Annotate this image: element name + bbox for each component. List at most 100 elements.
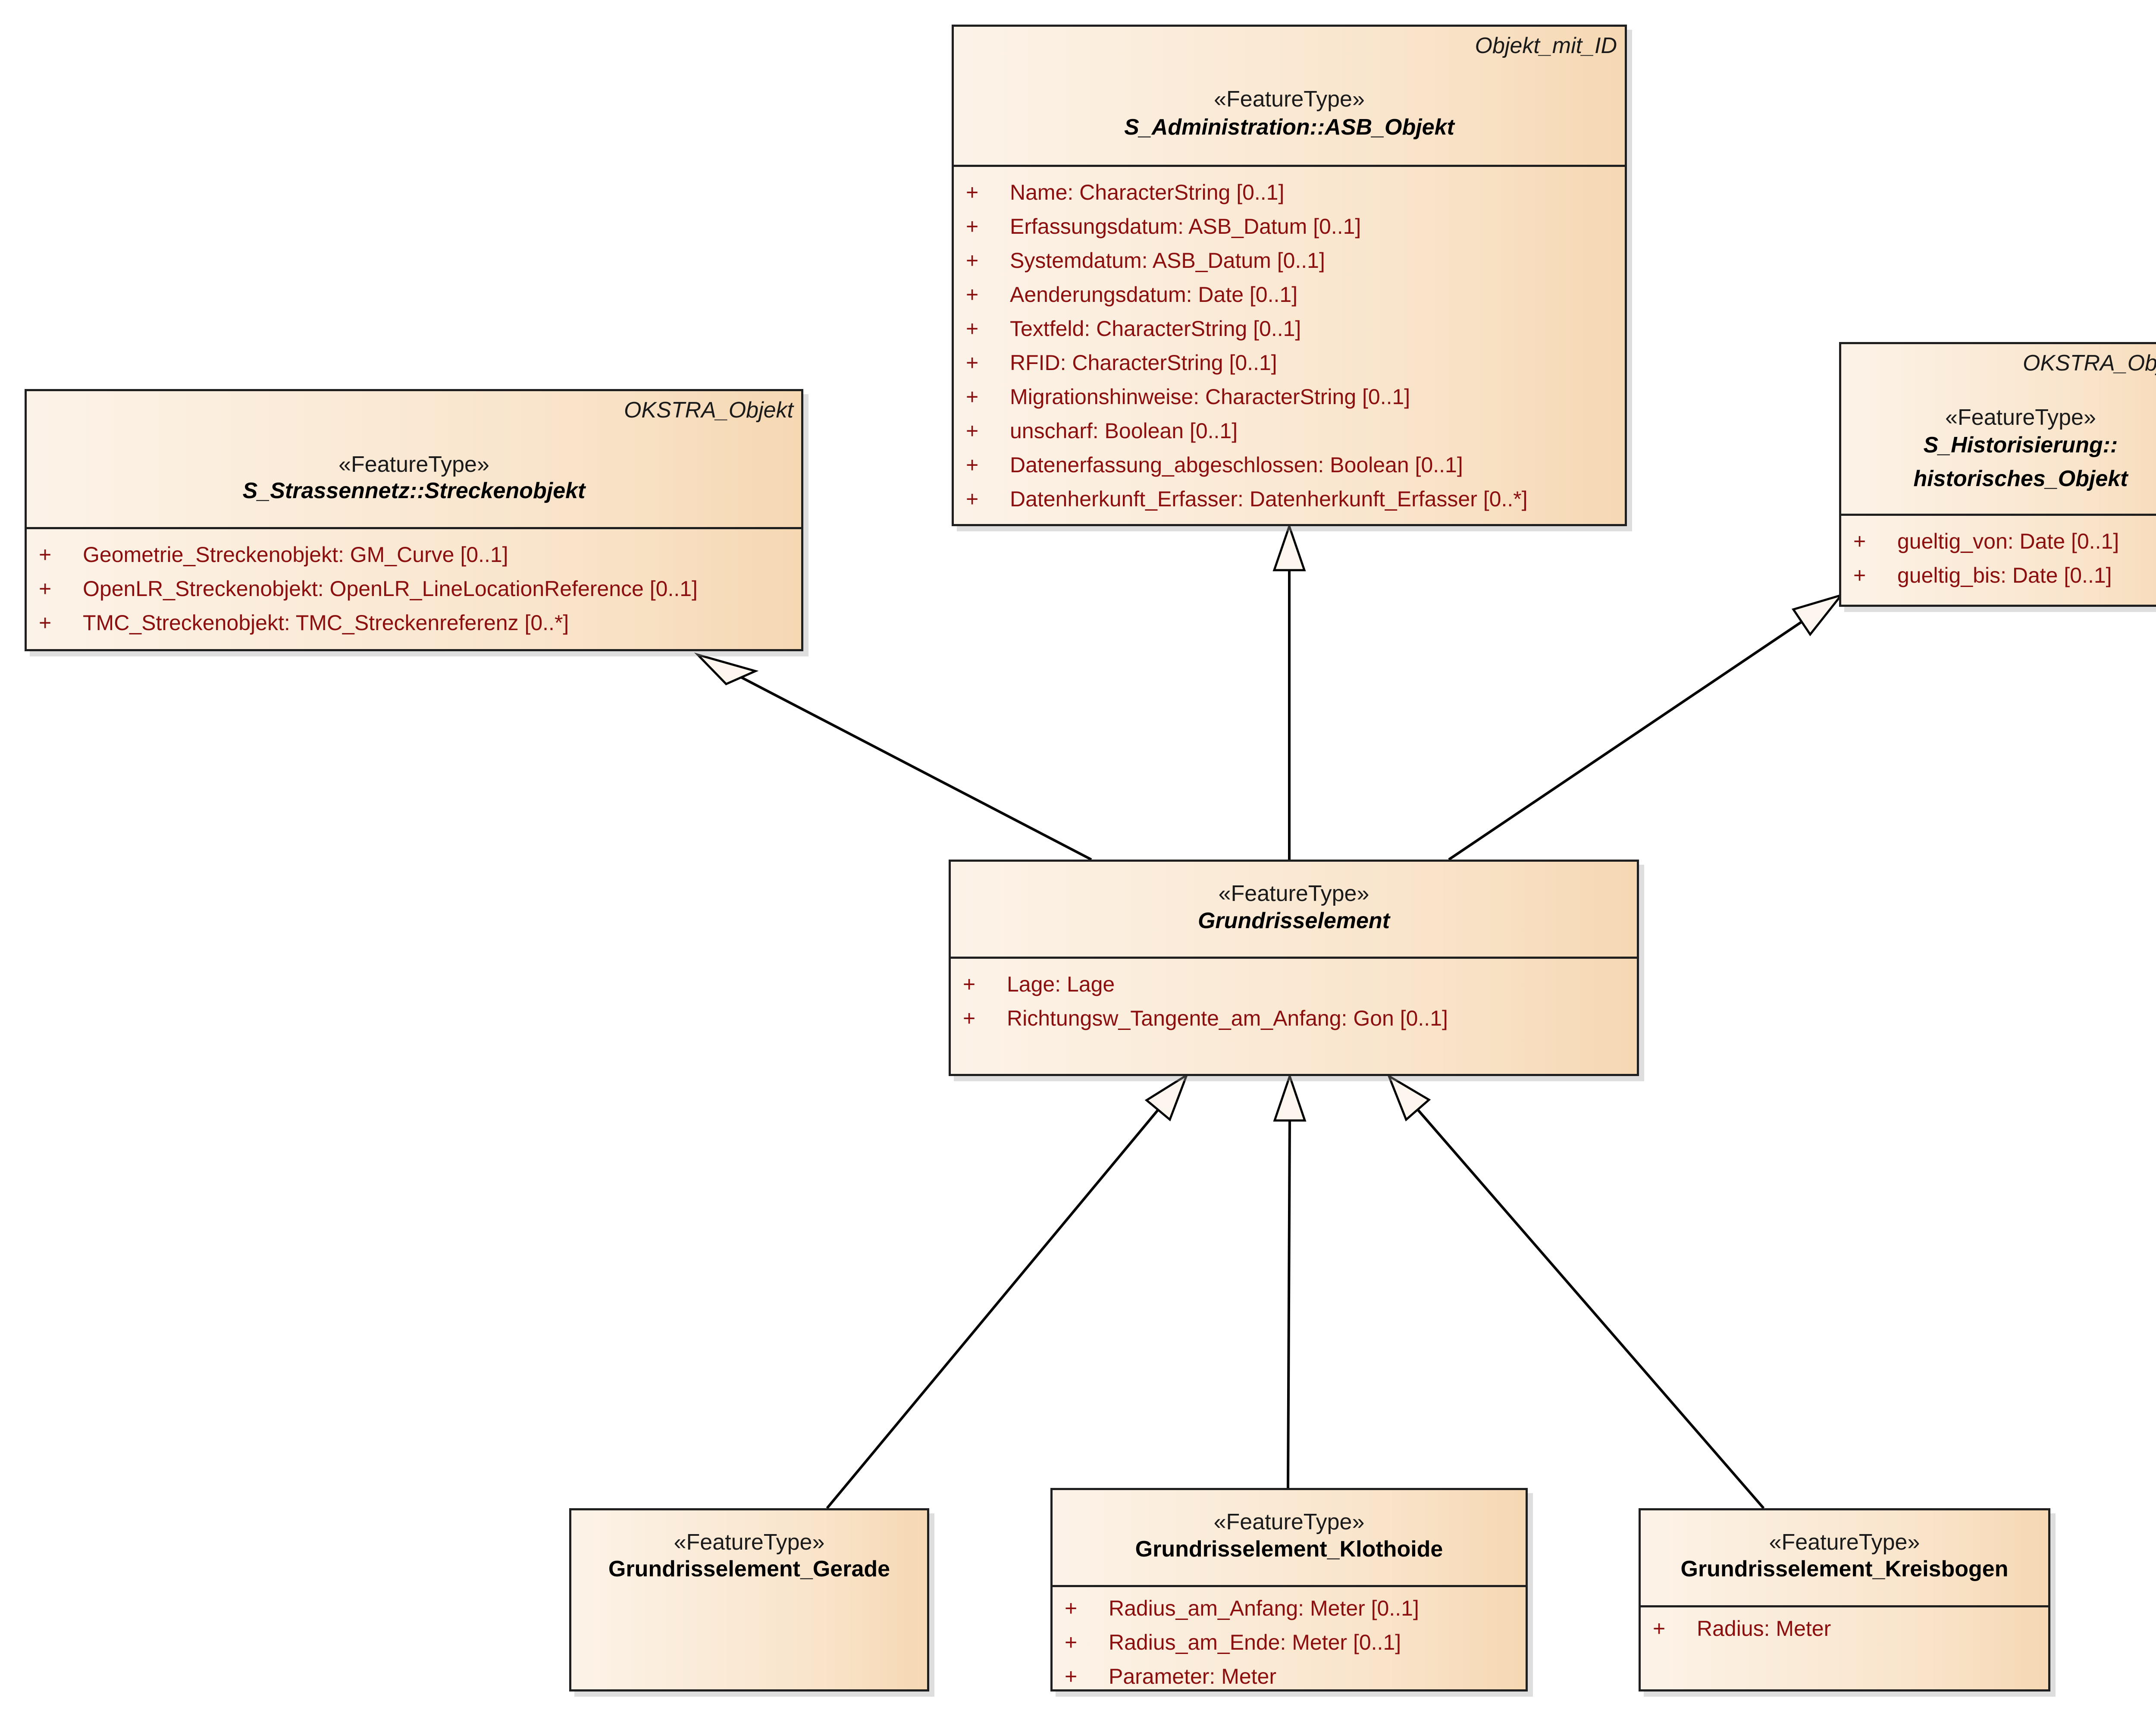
visibility-marker: + bbox=[966, 453, 979, 477]
attribute-text: Geometrie_Streckenobjekt: GM_Curve [0..1… bbox=[83, 543, 508, 567]
attribute-row: + gueltig_bis: Date [0..1] bbox=[1841, 559, 2156, 593]
class-name: Grundrisselement_Kreisbogen bbox=[1680, 1557, 2009, 1582]
class-name-line-1: S_Historisierung:: bbox=[1923, 433, 2118, 458]
attribute-text: Datenerfassung_abgeschlossen: Boolean [0… bbox=[1010, 453, 1463, 477]
attribute-compartment: +Lage: Lage + Richtungsw_Tangente_am_Anfa… bbox=[951, 959, 1637, 1036]
attribute-compartment: + Name: CharacterString [0..1] + Erfassung… bbox=[954, 167, 1625, 516]
generalization-arrowhead-from-kreisbogen bbox=[1386, 1073, 1431, 1122]
visibility-marker: + bbox=[966, 351, 979, 375]
visibility-marker: + bbox=[963, 972, 976, 996]
visibility-marker: + bbox=[39, 577, 52, 601]
generalization-arrowhead-streckenobjekt bbox=[694, 653, 759, 685]
class-grundrisselement[interactable]: «FeatureType» Grundrisselement +Lage: La… bbox=[949, 860, 1639, 1076]
visibility-marker: + bbox=[966, 248, 979, 273]
class-header: «FeatureType» Grundrisselement bbox=[951, 862, 1637, 959]
attribute-row: + Datenherkunft_Erfasser: Datenherkunft_E… bbox=[954, 482, 1625, 516]
visibility-marker: + bbox=[39, 611, 52, 635]
visibility-marker: + bbox=[966, 282, 979, 307]
attribute-text: Radius: Meter bbox=[1697, 1616, 1831, 1641]
visibility-marker: + bbox=[1065, 1630, 1078, 1654]
visibility-marker: + bbox=[1065, 1664, 1078, 1688]
attribute-row: + Datenerfassung_abgeschlossen: Boolean [… bbox=[954, 448, 1625, 482]
attribute-row: +Systemdatum: ASB_Datum [0..1] bbox=[954, 244, 1625, 278]
parent-class-label: OKSTRA_Objekt bbox=[624, 398, 793, 423]
attribute-text: Erfassungsdatum: ASB_Datum [0..1] bbox=[1010, 214, 1361, 239]
class-asb-objekt[interactable]: Objekt_mit_ID «FeatureType» S_Administra… bbox=[952, 25, 1627, 526]
visibility-marker: + bbox=[966, 317, 979, 341]
stereotype-label: «FeatureType» bbox=[338, 452, 489, 477]
generalization-line-grundrisselement-to-streckenobjekt bbox=[740, 676, 1092, 861]
visibility-marker: + bbox=[1853, 529, 1866, 553]
generalization-line-klothoide-to-grundrisselement bbox=[1287, 1120, 1291, 1488]
generalization-arrowhead-historisches-objekt bbox=[1792, 593, 1844, 637]
attribute-compartment: + Radius: Meter bbox=[1641, 1607, 2048, 1646]
attribute-row: + Radius_am_Anfang: Meter [0..1] bbox=[1053, 1591, 1526, 1626]
attribute-row: + TMC_Streckenobjekt: TMC_Streckenreferen… bbox=[27, 606, 801, 640]
attribute-row: +Migrationshinweise: CharacterString [0.… bbox=[954, 380, 1625, 414]
attribute-text: unscharf: Boolean [0..1] bbox=[1010, 419, 1238, 443]
attribute-compartment: + gueltig_von: Date [0..1] + gueltig_bis: … bbox=[1841, 516, 2156, 593]
attribute-text: gueltig_bis: Date [0..1] bbox=[1897, 563, 2112, 587]
attribute-row: + Richtungsw_Tangente_am_Anfang: Gon [0..… bbox=[951, 1001, 1637, 1036]
attribute-text: Datenherkunft_Erfasser: Datenherkunft_Er… bbox=[1010, 487, 1528, 511]
attribute-compartment: + Radius_am_Anfang: Meter [0..1] + Radius_… bbox=[1053, 1587, 1526, 1694]
stereotype-label: «FeatureType» bbox=[1214, 87, 1365, 112]
visibility-marker: + bbox=[1653, 1616, 1666, 1641]
class-header: OKSTRA_Objekt «FeatureType» S_Historisie… bbox=[1841, 344, 2156, 516]
class-streckenobjekt[interactable]: OKSTRA_Objekt «FeatureType» S_Strassenne… bbox=[25, 389, 803, 651]
stereotype-label: «FeatureType» bbox=[1218, 881, 1369, 906]
class-name: Grundrisselement_Klothoide bbox=[1135, 1537, 1443, 1562]
attribute-text: Richtungsw_Tangente_am_Anfang: Gon [0..1… bbox=[1007, 1006, 1448, 1030]
attribute-text: Textfeld: CharacterString [0..1] bbox=[1010, 317, 1301, 341]
visibility-marker: + bbox=[1853, 563, 1866, 587]
class-name-line-2: historisches_Objekt bbox=[1913, 466, 2128, 491]
visibility-marker: + bbox=[1065, 1596, 1078, 1620]
attribute-text: Radius_am_Anfang: Meter [0..1] bbox=[1109, 1596, 1419, 1620]
attribute-text: RFID: CharacterString [0..1] bbox=[1010, 351, 1277, 375]
generalization-arrowhead-asb-objekt bbox=[1272, 523, 1306, 571]
attribute-row: + Erfassungsdatum: ASB_Datum [0..1] bbox=[954, 210, 1625, 244]
class-header: Objekt_mit_ID «FeatureType» S_Administra… bbox=[954, 27, 1625, 167]
attribute-row: + Radius: Meter bbox=[1641, 1612, 2048, 1646]
generalization-arrowhead-from-klothoide bbox=[1273, 1073, 1307, 1122]
attribute-row: +Geometrie_Streckenobjekt: GM_Curve [0..… bbox=[27, 538, 801, 572]
attribute-text: Name: CharacterString [0..1] bbox=[1010, 180, 1285, 204]
class-grundrisselement-kreisbogen[interactable]: «FeatureType» Grundrisselement_Kreisboge… bbox=[1639, 1508, 2050, 1691]
attribute-row: +Lage: Lage bbox=[951, 967, 1637, 1001]
attribute-text: TMC_Streckenobjekt: TMC_Streckenreferenz… bbox=[83, 611, 569, 635]
attribute-row: + unscharf: Boolean [0..1] bbox=[954, 414, 1625, 448]
attribute-text: OpenLR_Streckenobjekt: OpenLR_LineLocati… bbox=[83, 577, 698, 601]
class-grundrisselement-klothoide[interactable]: «FeatureType» Grundrisselement_Klothoide… bbox=[1050, 1488, 1528, 1691]
stereotype-label: «FeatureType» bbox=[1945, 405, 2096, 430]
attribute-row: + Radius_am_Ende: Meter [0..1] bbox=[1053, 1626, 1526, 1660]
visibility-marker: + bbox=[966, 214, 979, 239]
visibility-marker: + bbox=[966, 419, 979, 443]
visibility-marker: + bbox=[966, 487, 979, 511]
class-name: Grundrisselement bbox=[1197, 908, 1390, 933]
stereotype-label: «FeatureType» bbox=[674, 1530, 825, 1555]
stereotype-label: «FeatureType» bbox=[1213, 1509, 1365, 1535]
attribute-row: + RFID: CharacterString [0..1] bbox=[954, 346, 1625, 380]
visibility-marker: + bbox=[963, 1006, 976, 1030]
class-header: «FeatureType» Grundrisselement_Klothoide bbox=[1053, 1490, 1526, 1587]
attribute-row: + Parameter: Meter bbox=[1053, 1660, 1526, 1694]
class-historisches-objekt[interactable]: OKSTRA_Objekt «FeatureType» S_Historisie… bbox=[1839, 342, 2156, 607]
attribute-text: Radius_am_Ende: Meter [0..1] bbox=[1109, 1630, 1401, 1654]
attribute-text: Parameter: Meter bbox=[1109, 1664, 1277, 1688]
attribute-row: + Textfeld: CharacterString [0..1] bbox=[954, 312, 1625, 346]
generalization-line-grundrisselement-to-historisches-objekt bbox=[1448, 621, 1802, 861]
generalization-line-kreisbogen-to-grundrisselement bbox=[1416, 1109, 1765, 1509]
class-name: S_Strassennetz::Streckenobjekt bbox=[242, 478, 586, 503]
class-header: «FeatureType» Grundrisselement_Kreisboge… bbox=[1641, 1510, 2048, 1607]
attribute-row: + OpenLR_Streckenobjekt: OpenLR_LineLocat… bbox=[27, 572, 801, 606]
attribute-text: gueltig_von: Date [0..1] bbox=[1897, 529, 2119, 553]
parent-class-label: Objekt_mit_ID bbox=[1475, 33, 1617, 58]
class-name: Grundrisselement_Gerade bbox=[608, 1557, 890, 1582]
generalization-line-gerade-to-grundrisselement bbox=[826, 1109, 1159, 1509]
generalization-arrowhead-from-gerade bbox=[1144, 1072, 1189, 1122]
attribute-compartment: + Geometrie_Streckenobjekt: GM_Curve [0..… bbox=[27, 529, 801, 640]
class-grundrisselement-gerade[interactable]: «FeatureType» Grundrisselement_Gerade bbox=[569, 1508, 929, 1691]
class-header: OKSTRA_Objekt «FeatureType» S_Strassenne… bbox=[27, 391, 801, 529]
parent-class-label: OKSTRA_Objekt bbox=[2022, 351, 2156, 376]
